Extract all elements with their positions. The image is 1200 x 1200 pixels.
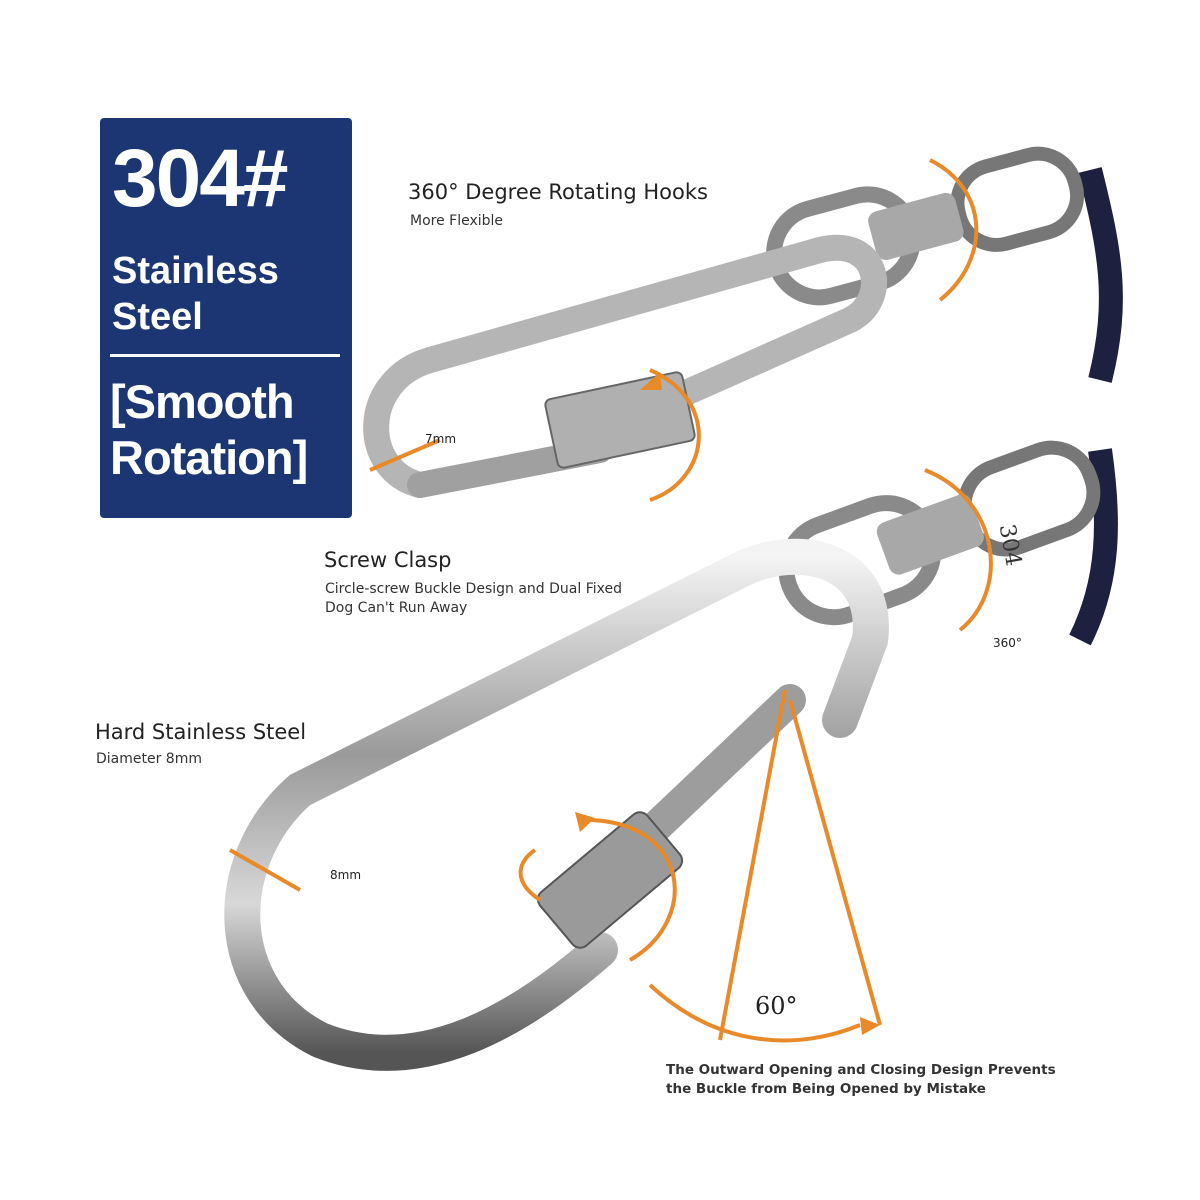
badge-divider <box>110 354 340 357</box>
bottom-swivel <box>778 440 1101 626</box>
swivel-angle-label: 360° <box>993 636 1022 650</box>
steel-title: Hard Stainless Steel <box>95 720 307 744</box>
gate-angle-label: 60° <box>755 992 798 1020</box>
badge-grade: 304# <box>112 133 288 224</box>
top-carabiner <box>363 234 887 498</box>
orange-annotations <box>229 158 993 1043</box>
badge-feature-line2: Rotation] <box>110 431 308 484</box>
top-diameter-label: 7mm <box>425 432 457 446</box>
bottom-carabiner <box>224 538 889 1071</box>
swivel-stamp: 304 <box>994 522 1026 568</box>
rotating-subtitle: More Flexible <box>410 213 504 229</box>
screw-line1: Circle-screw Buckle Design and Dual Fixe… <box>325 581 622 597</box>
steel-subtitle: Diameter 8mm <box>96 751 202 767</box>
material-badge: 304# Stainless Steel [Smooth Rotation] <box>100 118 352 518</box>
rotating-title: 360° Degree Rotating Hooks <box>408 180 708 204</box>
badge-feature: [Smooth Rotation] <box>110 374 308 486</box>
design-line1: The Outward Opening and Closing Design P… <box>666 1062 1056 1078</box>
design-line2: the Buckle from Being Opened by Mistake <box>666 1081 986 1097</box>
badge-material-line2: Steel <box>112 296 203 338</box>
screw-line2: Dog Can't Run Away <box>325 600 468 616</box>
top-swivel <box>766 146 1085 306</box>
badge-material: Stainless Steel <box>112 248 279 340</box>
screw-sleeve <box>544 371 696 469</box>
bottom-diameter-label: 8mm <box>330 868 362 882</box>
rope <box>1069 167 1123 646</box>
badge-feature-line1: [Smooth <box>110 375 295 428</box>
knurled-sleeve <box>536 811 684 949</box>
badge-material-line1: Stainless <box>112 250 279 292</box>
screw-title: Screw Clasp <box>324 548 452 572</box>
